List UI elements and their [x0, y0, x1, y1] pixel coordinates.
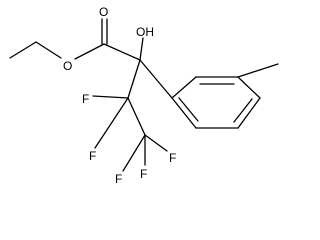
- bond-cf3-f5: [122, 134, 146, 172]
- bond-cq-cf2: [127, 59, 141, 99]
- hydroxyl-label: OH: [136, 25, 154, 39]
- bond-cq-ring: [139, 59, 173, 99]
- bond-cf3-f3: [144, 134, 168, 152]
- carbonyl-oxygen-label: O: [99, 5, 108, 19]
- fluorine-label-3: F: [169, 151, 176, 165]
- bond-ch3-ch2: [9, 41, 37, 59]
- ring-bond-6: [171, 97, 197, 129]
- fluorine-label-4: F: [140, 167, 147, 181]
- bond-carbonyl-cq: [103, 43, 141, 61]
- bond-cf2-f1: [92, 95, 129, 99]
- fluorine-label-2: F: [89, 149, 96, 163]
- molecule-diagram: O O OH F F F F F: [9, 5, 279, 186]
- bond-ring-methyl: [237, 63, 279, 78]
- ester-oxygen-label: O: [63, 59, 72, 73]
- ring-inner-3: [178, 97, 199, 122]
- fluorine-label-1: F: [82, 92, 89, 106]
- ring-bond-3: [237, 76, 261, 99]
- ring-inner-2: [233, 98, 253, 123]
- bond-cq-oh: [139, 37, 144, 61]
- atom-labels: O O OH F F F F F: [63, 5, 176, 186]
- bond-o-carbonyl-c: [74, 43, 105, 60]
- ring-bond-1: [171, 76, 197, 99]
- fluorine-label-5: F: [115, 172, 122, 186]
- bond-cf2-f2: [94, 97, 129, 149]
- ring-bond-4: [237, 97, 261, 129]
- bonds: [9, 18, 279, 172]
- bond-ch2-o: [35, 41, 62, 59]
- bond-cf2-cf3: [127, 97, 146, 136]
